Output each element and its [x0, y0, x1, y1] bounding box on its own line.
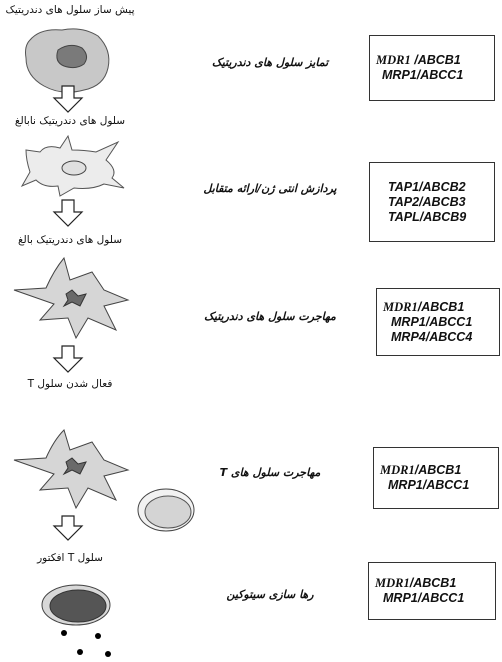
gene-entry: MDR1/ABCB1	[383, 299, 465, 314]
down-arrow-1	[52, 85, 84, 113]
immature-nucleus	[61, 160, 87, 176]
activated-dc-nucleus	[62, 457, 87, 476]
stage-label-t-activation: فعال شدن سلول T	[27, 378, 113, 390]
gene-entry: MDR1/ABCB1	[380, 463, 462, 477]
process-label-antigen-processing: پردازش انتی ژن/ارائه متقابل	[203, 182, 337, 195]
gene-entry: MRP1/ABCC1	[388, 478, 470, 492]
down-arrow-3	[52, 345, 84, 373]
gene-entry: MRP1/ABCC1	[383, 591, 465, 605]
gene-box-5: MDR1/ABCB1 MRP1/ABCC1	[368, 562, 496, 620]
gene-entry: MDR1 /ABCB1	[376, 53, 461, 67]
stage-label-mature: سلول های دندریتیک بالغ	[17, 234, 123, 246]
gene-entry: TAP2/ABCB3	[388, 194, 466, 209]
cytokine-dots	[61, 630, 111, 657]
stage-label-effector: سلول T افکتور	[37, 552, 103, 564]
process-label-dc-migration: مهاجرت سلول های دندریتیک	[204, 310, 336, 323]
gene-entry: TAP1/ABCB2	[388, 179, 466, 194]
gene-entry: MRP4/ABCC4	[391, 329, 473, 344]
gene-box-1: MDR1 /ABCB1 MRP1/ABCC1	[369, 35, 495, 101]
stage-label-precursor: پیش ساز سلول های دندریتیک	[5, 4, 135, 16]
process-label-differentiation: تمایز سلول های دندریتیک	[211, 56, 329, 69]
process-label-t-migration: مهاجرت سلول های T	[219, 466, 321, 479]
stage-label-immature: سلول های دندریتیک نابالغ	[14, 115, 126, 127]
process-label-cytokine-release: رها سازی سیتوکین	[226, 588, 314, 601]
mature-nucleus	[62, 289, 87, 308]
effector-t-cell-nucleus	[49, 589, 107, 623]
down-arrow-2	[52, 199, 84, 227]
gene-entry: MRP1/ABCC1	[382, 68, 464, 82]
gene-box-2: TAP1/ABCB2 TAP2/ABCB3 TAPL/ABCB9	[369, 162, 495, 242]
gene-box-4: MDR1/ABCB1 MRP1/ABCC1	[373, 447, 499, 509]
gene-entry: MDR1/ABCB1	[375, 576, 457, 590]
gene-entry: TAPL/ABCB9	[388, 209, 467, 224]
precursor-nucleus	[56, 44, 88, 69]
t-cell-inner	[144, 495, 192, 529]
down-arrow-4	[52, 515, 84, 541]
gene-box-3: MDR1/ABCB1 MRP1/ABCC1 MRP4/ABCC4	[376, 288, 500, 356]
gene-entry: MRP1/ABCC1	[391, 314, 473, 329]
